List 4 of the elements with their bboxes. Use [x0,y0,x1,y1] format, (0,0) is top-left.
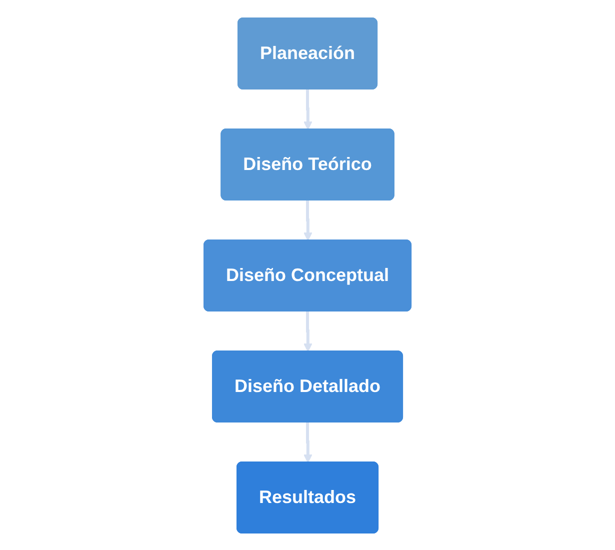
arrow [304,310,312,352]
arrow [304,420,312,462]
arrow [304,88,312,130]
arrow [304,198,312,240]
